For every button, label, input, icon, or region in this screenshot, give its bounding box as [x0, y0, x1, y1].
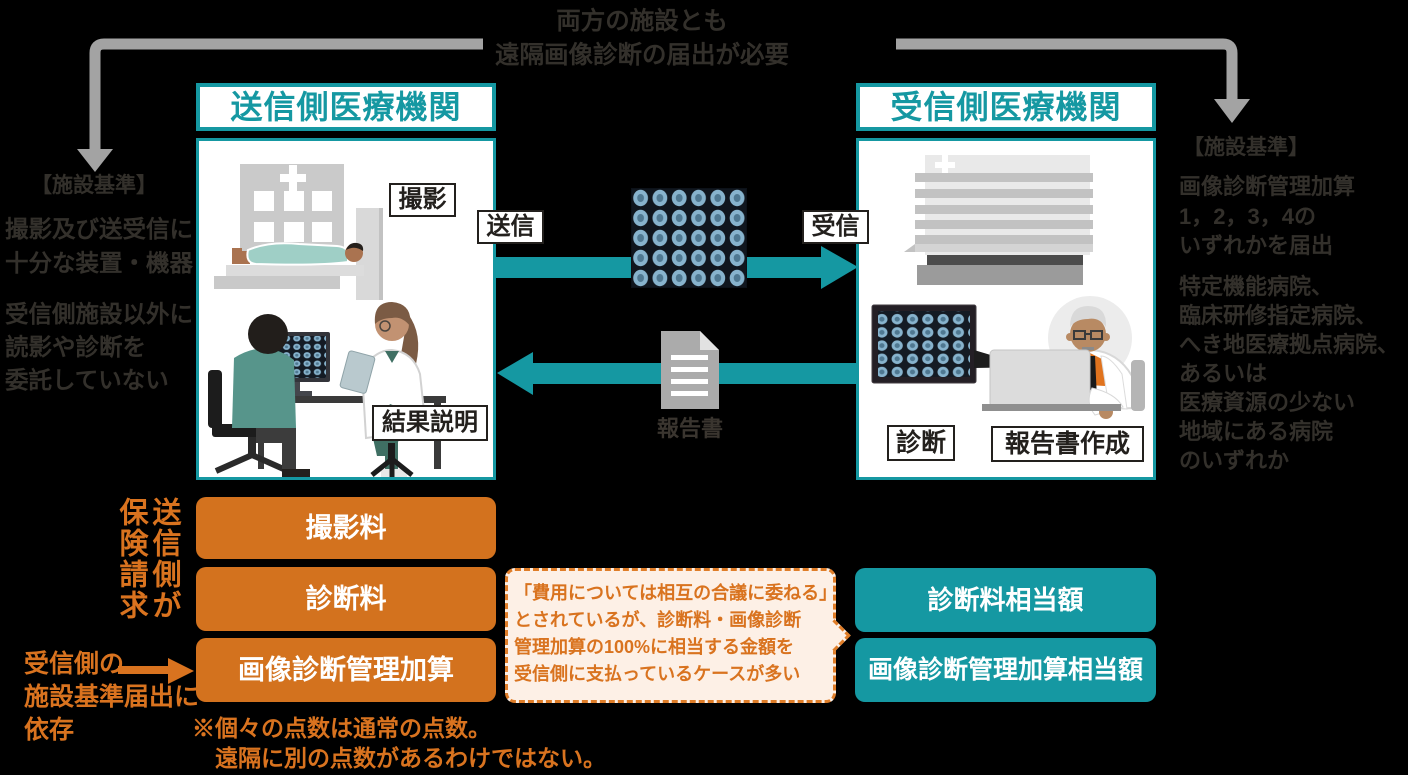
receiver-criteria2-line3: へき地医療拠点病院、 — [1179, 332, 1400, 357]
receiver-illustration — [871, 155, 1145, 419]
receiver-criteria1-line2: 1，2，3，4の — [1179, 203, 1316, 229]
vertical-label-line1: 送信側が — [148, 497, 180, 621]
dependency-line2: 施設基準届出に — [24, 683, 200, 711]
score-note-line1: ※個々の点数は通常の点数。 — [192, 715, 491, 741]
top-note-line1: 両方の施設とも — [556, 8, 728, 35]
score-note-line2: 遠隔に別の点数があるわけではない。 — [215, 745, 606, 771]
fee-box-diagnosis-equivalent: 診断料相当額 — [855, 568, 1156, 632]
ct-scan-patient-icon — [214, 208, 383, 300]
receiver-criteria2-line1: 特定機能病院、 — [1179, 274, 1334, 299]
sender-criteria2-line3: 委託していない — [5, 368, 169, 394]
hospital-building-icon — [240, 164, 344, 256]
dependency-line1: 受信側の — [24, 650, 125, 678]
diagnosis-doctor-icon — [871, 296, 1145, 419]
report-label: 報告書 — [656, 416, 723, 441]
dependency-line3: 依存 — [24, 716, 75, 744]
sender-header: 送信側医療機関 — [196, 83, 496, 131]
receiver-criteria2-line5: 医療資源の少ない — [1179, 390, 1356, 415]
receiver-criteria2-line6: 地域にある病院 — [1179, 419, 1334, 444]
receiver-criteria-heading: 【施設基準】 — [1183, 135, 1309, 159]
sender-criteria1-line1: 撮影及び送受信に — [5, 217, 193, 243]
bubble-line2: とされているが、診断料・画像診断 — [514, 610, 802, 630]
receiver-criteria2-line2: 臨床研修指定病院、 — [1179, 303, 1378, 328]
dependency-arrow-icon — [118, 658, 194, 684]
sender-criteria2-line2: 読影や診断を — [5, 335, 146, 361]
sender-criteria-block2: 受信側施設以外に 読影や診断を 委託していない — [5, 299, 193, 398]
sender-criteria2-line1: 受信側施設以外に — [5, 302, 193, 328]
receiver-panel — [856, 138, 1156, 480]
receiver-criteria1-line1: 画像診断管理加算 — [1179, 174, 1356, 199]
cost-agreement-bubble: 「費用については相互の合議に委ねる」 とされているが、診断料・画像診断 管理加算… — [505, 568, 851, 703]
tag-shoot: 撮影 — [389, 183, 456, 217]
receiver-criteria2-line7: のいずれか — [1179, 448, 1290, 473]
tag-diagnosis: 診断 — [887, 425, 955, 461]
sender-criteria-block1: 撮影及び送受信に 十分な装置・機器 — [5, 213, 193, 281]
bubble-line4: 受信側に支払っているケースが多い — [514, 664, 801, 684]
tag-report-create: 報告書作成 — [991, 426, 1144, 462]
large-hospital-building-icon — [904, 155, 1093, 285]
receiver-header: 受信側医療機関 — [856, 83, 1156, 131]
tag-result: 結果説明 — [372, 405, 488, 441]
receiver-criteria-block2: 特定機能病院、 臨床研修指定病院、 へき地医療拠点病院、 あるいは 医療資源の少… — [1179, 272, 1399, 475]
fee-box-management-addition: 画像診断管理加算 — [196, 638, 496, 702]
vertical-label-line2: 保険請求 — [115, 497, 147, 621]
insurance-claim-vertical-label: 送信側が 保険請求 — [114, 497, 180, 677]
receiver-criteria1-line3: いずれかを届出 — [1179, 233, 1334, 258]
receiver-criteria2-line4: あるいは — [1179, 361, 1268, 386]
tag-send: 送信 — [477, 210, 544, 244]
gray-elbow-down-arrow-left — [77, 38, 483, 172]
dependency-note: 受信側の 施設基準届出に 依存 — [24, 648, 199, 747]
bubble-line1: 「費用については相互の合議に委ねる」 — [514, 583, 838, 603]
fee-box-diagnosis: 診断料 — [196, 567, 496, 631]
result-explanation-icon — [208, 302, 446, 477]
top-note-line2: 遠隔画像診断の届出が必要 — [495, 42, 789, 69]
bubble-line3: 管理加算の100%に相当する金額を — [514, 637, 795, 657]
receiver-criteria-block1: 画像診断管理加算 1，2，3，4の いずれかを届出 — [1179, 172, 1355, 261]
top-note: 両方の施設とも 遠隔画像診断の届出が必要 — [430, 5, 854, 73]
fee-box-shooting: 撮影料 — [196, 497, 496, 559]
document-icon — [661, 331, 719, 409]
gray-elbow-down-arrow-right — [896, 38, 1250, 123]
sender-criteria1-line2: 十分な装置・機器 — [5, 251, 193, 277]
sender-criteria-heading: 【施設基準】 — [31, 173, 157, 197]
tag-receive: 受信 — [802, 210, 869, 244]
brain-scan-grid-icon — [631, 188, 747, 288]
fee-box-management-equivalent: 画像診断管理加算相当額 — [855, 638, 1156, 702]
